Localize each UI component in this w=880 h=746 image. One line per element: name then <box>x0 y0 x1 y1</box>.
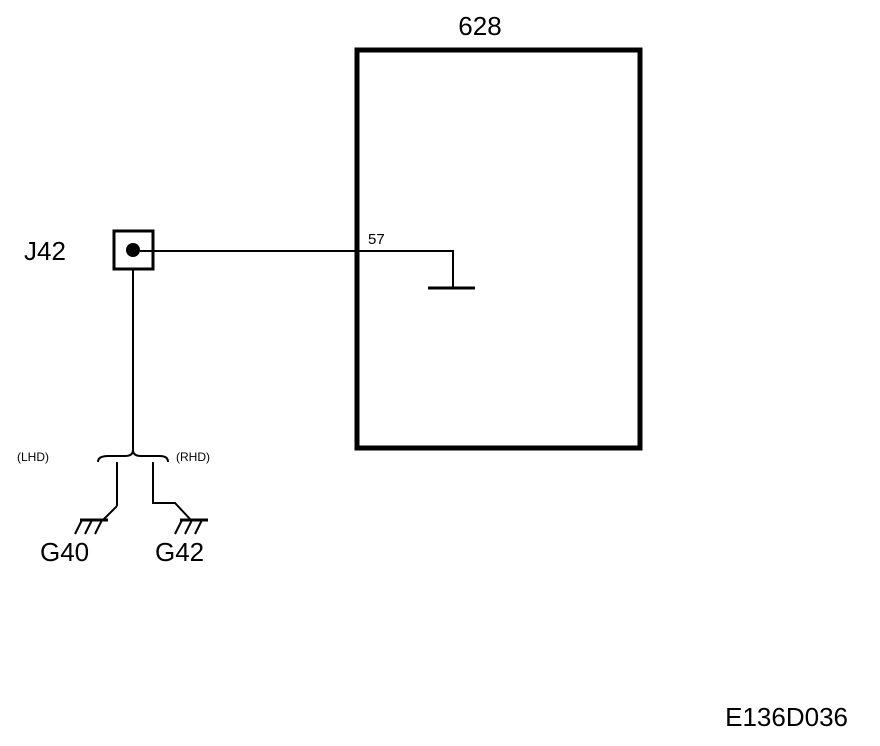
branch-lhd-diag <box>102 505 118 521</box>
figure-id-label: E136D036 <box>725 702 848 732</box>
ground-symbol-g40 <box>74 518 108 535</box>
variant-brace <box>97 449 169 463</box>
pin-57-label: 57 <box>368 231 385 248</box>
component-628-box <box>354 47 643 451</box>
branch-rhd <box>152 462 191 520</box>
internal-ground-lead <box>357 250 454 287</box>
variant-lhd-label: (LHD) <box>17 450 49 464</box>
splice-dot <box>126 243 140 257</box>
ground-g42-label: G42 <box>155 537 204 567</box>
ground-g40-label: G40 <box>40 537 89 567</box>
ground-symbol-g42 <box>174 518 208 535</box>
variant-rhd-label: (RHD) <box>176 450 210 464</box>
connector-id-label: J42 <box>24 236 66 266</box>
component-id-label: 628 <box>458 11 501 41</box>
